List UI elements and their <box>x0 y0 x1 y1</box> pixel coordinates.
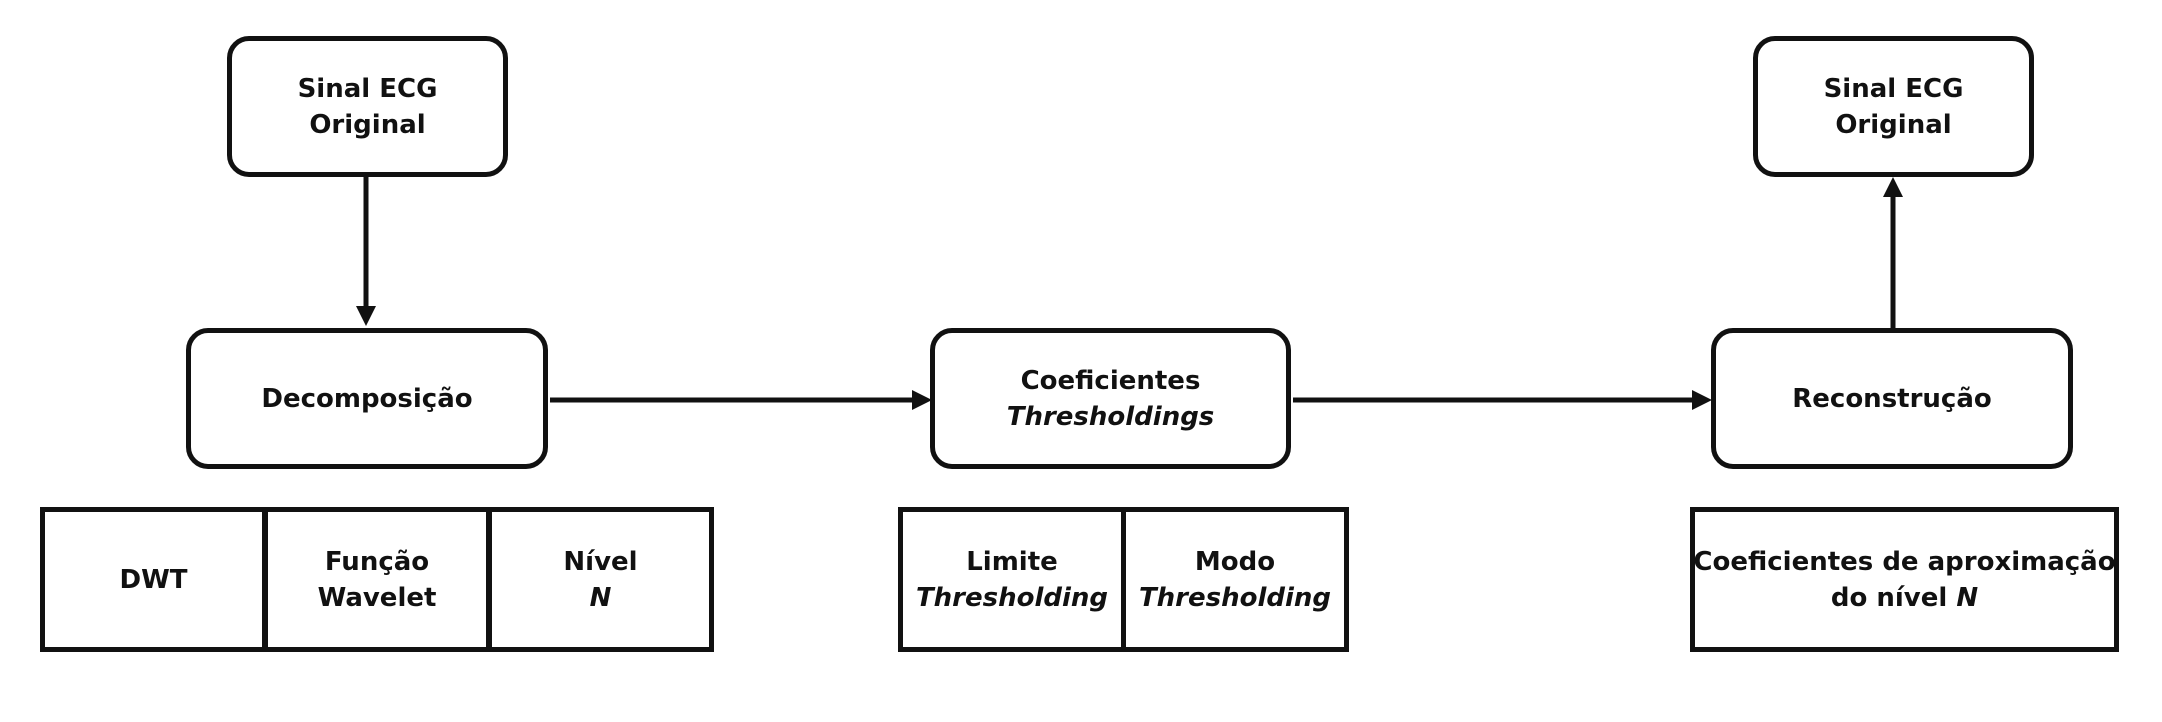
approximation-coefficients-line2-prefix: do nível <box>1830 582 1957 613</box>
arrowhead-thresholding-to-reconstruction <box>1692 390 1712 410</box>
arrowhead-input-to-decomposition <box>356 306 376 326</box>
level-param-box: Nível N <box>487 507 714 652</box>
output-signal-box: Sinal ECG Original <box>1753 36 2034 177</box>
output-signal-line2: Original <box>1835 109 1952 140</box>
level-line2: N <box>589 582 612 613</box>
input-signal-line1: Sinal ECG <box>297 73 438 104</box>
reconstruction-label: Reconstrução <box>1792 383 1992 414</box>
threshold-limit-line1: Limite <box>966 546 1058 577</box>
approximation-coefficients-param-box: Coeficientes de aproximação do nível N <box>1690 507 2119 652</box>
dwt-label: DWT <box>119 564 188 595</box>
arrowhead-decomposition-to-thresholding <box>912 390 932 410</box>
thresholding-line1: Coeficientes <box>1020 365 1201 396</box>
level-line1: Nível <box>563 546 638 577</box>
threshold-mode-param-box: Modo Thresholding <box>1121 507 1349 652</box>
wavelet-function-line1: Função <box>324 546 430 577</box>
threshold-mode-line2: Thresholding <box>1138 582 1332 613</box>
threshold-limit-line2: Thresholding <box>915 582 1109 613</box>
decomposition-box: Decomposição <box>186 328 548 469</box>
thresholding-box: Coeficientes Thresholdings <box>930 328 1291 469</box>
wavelet-function-line2: Wavelet <box>317 582 437 613</box>
approximation-coefficients-line2: do nível N <box>1831 580 1978 616</box>
threshold-mode-line1: Modo <box>1194 546 1276 577</box>
approximation-coefficients-line2-var: N <box>1956 582 1979 613</box>
decomposition-label: Decomposição <box>261 383 473 414</box>
thresholding-line2: Thresholdings <box>1006 401 1215 432</box>
threshold-limit-param-box: Limite Thresholding <box>898 507 1126 652</box>
dwt-param-box: DWT <box>40 507 267 652</box>
input-signal-box: Sinal ECG Original <box>227 36 508 177</box>
arrowhead-reconstruction-to-output <box>1883 177 1903 197</box>
reconstruction-box: Reconstrução <box>1711 328 2073 469</box>
output-signal-line1: Sinal ECG <box>1823 73 1964 104</box>
input-signal-line2: Original <box>309 109 426 140</box>
approximation-coefficients-line1: Coeficientes de aproximação <box>1693 546 2116 577</box>
wavelet-function-param-box: Função Wavelet <box>263 507 491 652</box>
